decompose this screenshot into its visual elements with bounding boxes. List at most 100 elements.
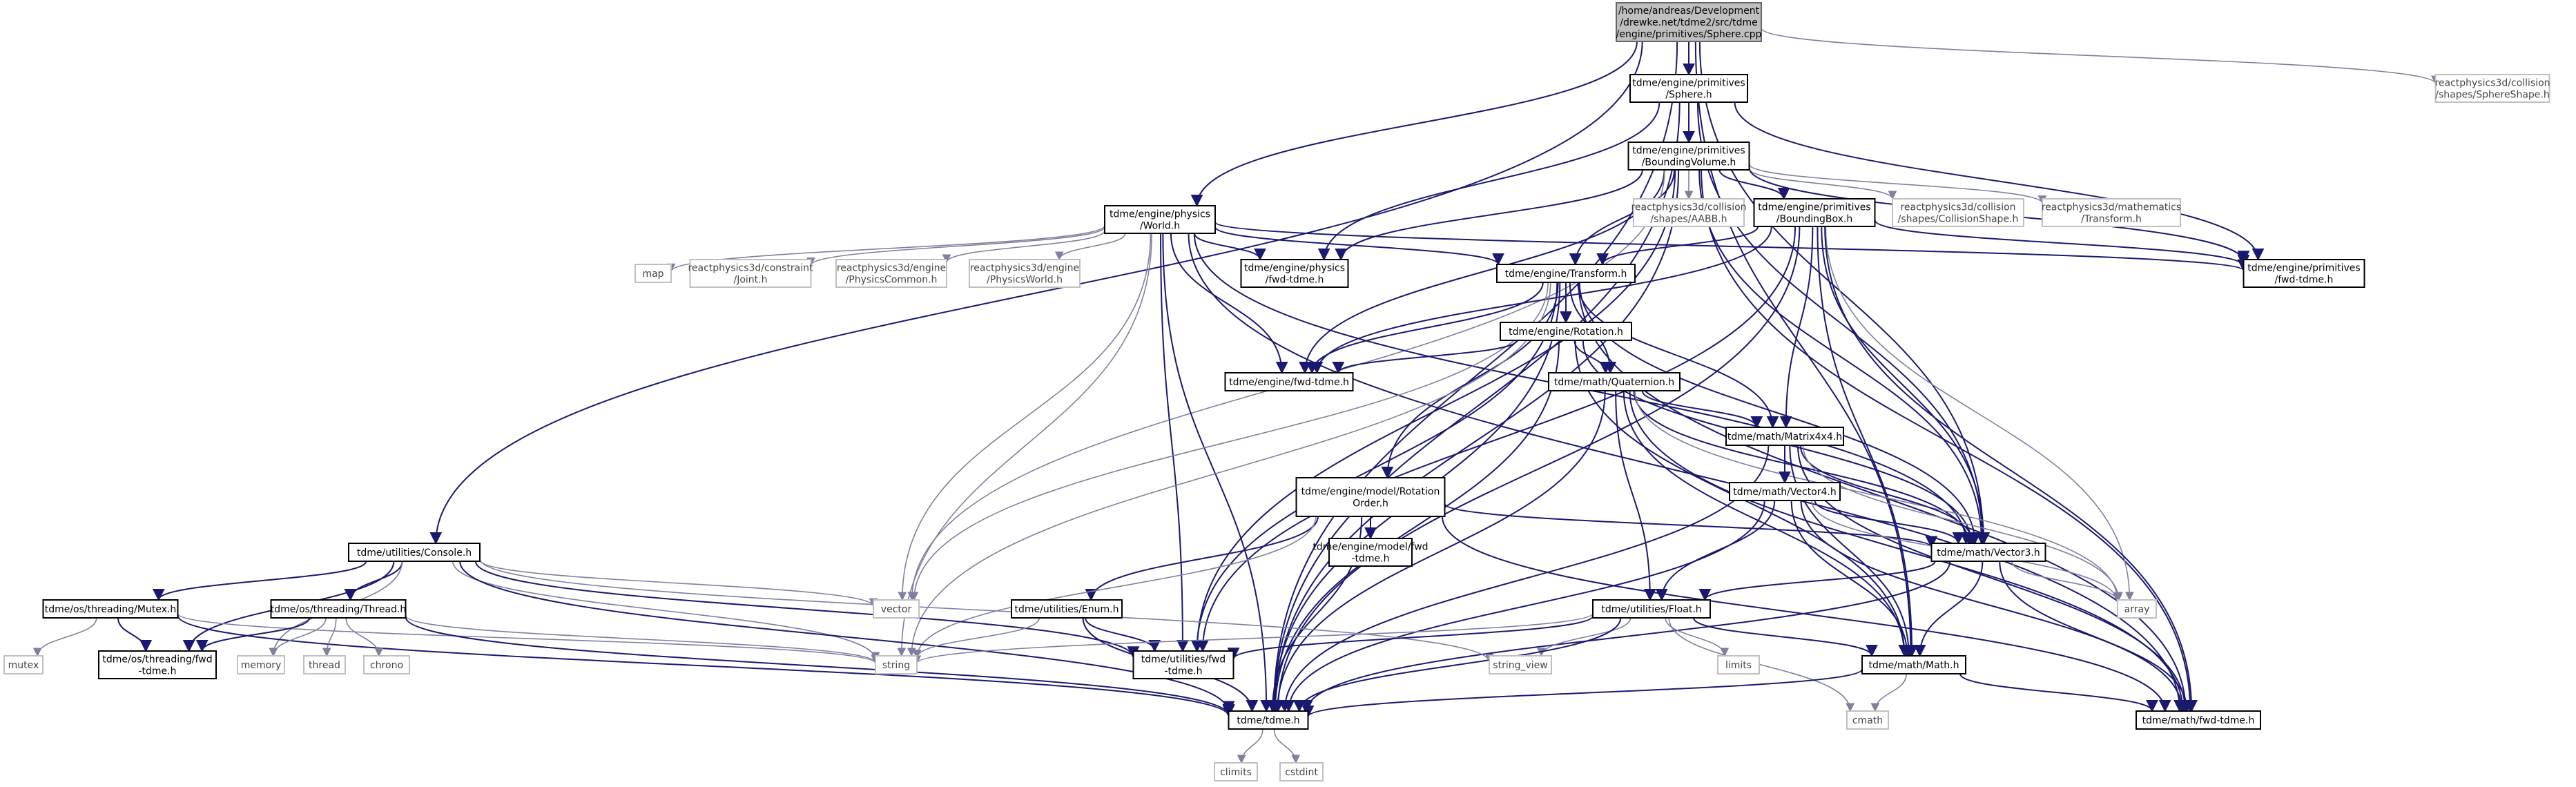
node-sphere_h[interactable]: tdme/engine/primitives/Sphere.h (1629, 74, 1748, 103)
node-enum[interactable]: tdme/utilities/Enum.h (1011, 599, 1123, 619)
edge-mutex_h-to-string (177, 613, 880, 665)
node-label-root: /home/andreas/Development (1618, 6, 1760, 17)
edge-boundingbox-to-utilities_fwd (1196, 226, 1797, 652)
edge-vector3-to-float (1698, 561, 1936, 601)
node-boundingvolume[interactable]: tdme/engine/primitives/BoundingVolume.h (1627, 142, 1750, 171)
node-root[interactable]: /home/andreas/Development/drewke.net/tdm… (1616, 2, 1762, 42)
node-boundingbox[interactable]: tdme/engine/primitives/BoundingBox.h (1753, 198, 1876, 227)
node-label-memory: memory (241, 660, 282, 671)
edge-console-to-utilities_fwd (474, 561, 1140, 659)
edge-world-to-string (897, 233, 1152, 657)
node-engine_fwd[interactable]: tdme/engine/fwd-tdme.h (1224, 372, 1354, 391)
node-vector4[interactable]: tdme/math/Vector4.h (1729, 482, 1841, 501)
node-box-map (635, 264, 672, 283)
node-label-climits: climits (1220, 767, 1252, 778)
node-float[interactable]: tdme/utilities/Float.h (1592, 599, 1711, 619)
edge-boundingbox-to-tdme_h (1272, 226, 1801, 712)
node-box-engine_fwd (1224, 372, 1354, 391)
node-box-tdme_h (1228, 710, 1309, 730)
node-world[interactable]: tdme/engine/physics/World.h (1104, 205, 1216, 234)
edge-boundingbox-to-engine_fwd (1310, 226, 1772, 374)
edge-matrix4x4-to-math_h (1789, 445, 1915, 657)
node-cstdint: cstdint (1279, 762, 1324, 781)
node-label-boundingvolume: /BoundingVolume.h (1642, 157, 1736, 168)
edge-console-to-mutex_h (152, 561, 367, 601)
edge-enum-to-string (912, 617, 1040, 659)
node-label-string_view: string_view (1493, 660, 1547, 671)
node-box-cstdint (1279, 762, 1324, 781)
node-string: string (875, 655, 918, 674)
node-rotation[interactable]: tdme/engine/Rotation.h (1500, 322, 1632, 341)
node-box-rp_transform (2042, 198, 2181, 227)
edge-transform-to-vector (909, 282, 1549, 601)
node-math_h[interactable]: tdme/math/Math.h (1861, 655, 1966, 674)
edge-world-to-rp_joint (806, 226, 1105, 266)
node-mutex_h[interactable]: tdme/os/threading/Mutex.h (42, 599, 179, 619)
node-label-limits: limits (1725, 660, 1752, 671)
node-label-transform: tdme/engine/Transform.h (1505, 269, 1627, 280)
edge-boundingvolume-to-tdme_h (1268, 169, 1680, 712)
edge-root-to-console (429, 41, 1643, 545)
node-thread_h[interactable]: tdme/os/threading/Thread.h (270, 599, 407, 619)
node-thread: thread (303, 655, 346, 674)
edge-transform-to-utilities_fwd (1190, 282, 1558, 652)
edge-float-to-utilities_fwd (1227, 615, 1594, 661)
edge-transform-to-rotationorder (1381, 282, 1559, 479)
edge-math_h-to-cmath (1870, 673, 1907, 712)
node-label-rp_joint: reactphysics3d/constraint (688, 263, 813, 274)
node-vector3[interactable]: tdme/math/Vector3.h (1930, 543, 2046, 562)
node-label-rp_collisionshape: /shapes/CollisionShape.h (1898, 214, 2019, 225)
node-box-string (875, 655, 918, 674)
node-matrix4x4[interactable]: tdme/math/Matrix4x4.h (1725, 427, 1844, 446)
node-rp_sphere: reactphysics3d/collision/shapes/SphereSh… (2434, 74, 2550, 103)
node-box-enum (1011, 599, 1123, 619)
node-box-vector3 (1930, 543, 2046, 562)
edge-sphere_h-to-vector3 (1696, 101, 1989, 545)
edge-boundingbox-to-primitives_fwd (1874, 220, 2250, 267)
edge-mutex_h-to-threading_fwd (117, 617, 153, 652)
edge-tdme_h-to-climits (1237, 728, 1263, 764)
edge-boundingvolume-to-physics_fwd (1335, 169, 1643, 261)
edge-console-to-string_view (479, 558, 1494, 663)
node-memory: memory (237, 655, 285, 674)
node-model_fwd[interactable]: tdme/engine/model/fwd-tdme.h (1313, 538, 1429, 567)
node-math_fwd[interactable]: tdme/math/fwd-tdme.h (2136, 710, 2261, 730)
edge-root-to-vector3 (1698, 41, 1990, 545)
node-label-boundingvolume: tdme/engine/primitives (1632, 146, 1745, 157)
edge-world-to-transform (1214, 226, 1504, 266)
node-label-utilities_fwd: tdme/utilities/fwd (1141, 654, 1226, 665)
edge-matrix4x4-to-array (1802, 445, 2123, 601)
node-tdme_h[interactable]: tdme/tdme.h (1228, 710, 1309, 730)
edge-math_h-to-tdme_h (1301, 668, 1863, 718)
edge-enum-to-utilities_fwd (1085, 617, 1161, 652)
node-box-cmath (1846, 710, 1889, 730)
node-box-math_h (1861, 655, 1966, 674)
edge-console-to-thread_h (344, 561, 403, 601)
node-transform[interactable]: tdme/engine/Transform.h (1496, 264, 1636, 283)
node-label-physics_fwd: /fwd-tdme.h (1266, 275, 1324, 286)
edge-console-to-tdme_h (459, 561, 1235, 714)
node-box-rp_physicscommon (835, 259, 947, 288)
node-label-rp_transform: reactphysics3d/mathematics (2042, 202, 2181, 213)
node-label-matrix4x4: tdme/math/Matrix4x4.h (1727, 431, 1842, 443)
node-box-float (1592, 599, 1711, 619)
edge-rotation-to-engine_fwd (1332, 340, 1518, 374)
node-utilities_fwd[interactable]: tdme/utilities/fwd-tdme.h (1132, 650, 1234, 679)
edge-boundingvolume-to-rp_collisionshape (1748, 168, 1897, 200)
node-quaternion[interactable]: tdme/math/Quaternion.h (1548, 372, 1681, 391)
node-console[interactable]: tdme/utilities/Console.h (348, 543, 481, 562)
node-box-rotationorder (1295, 477, 1446, 517)
node-physics_fwd[interactable]: tdme/engine/physics/fwd-tdme.h (1240, 259, 1349, 288)
node-label-rp_physicsworld: /PhysicsWorld.h (987, 275, 1063, 286)
node-primitives_fwd[interactable]: tdme/engine/primitives/fwd-tdme.h (2243, 259, 2365, 288)
node-label-model_fwd: tdme/engine/model/fwd (1313, 542, 1428, 553)
node-label-rotationorder: tdme/engine/model/Rotation (1301, 487, 1440, 498)
node-label-chrono: chrono (370, 660, 403, 671)
node-label-sphere_h: tdme/engine/primitives (1632, 78, 1745, 89)
node-threading_fwd[interactable]: tdme/os/threading/fwd-tdme.h (98, 650, 217, 679)
edge-thread_h-to-threading_fwd (195, 617, 310, 652)
node-box-transform (1496, 264, 1636, 283)
edge-world-to-engine_fwd (1170, 233, 1288, 374)
node-label-rp_transform: /Transform.h (2081, 214, 2142, 225)
